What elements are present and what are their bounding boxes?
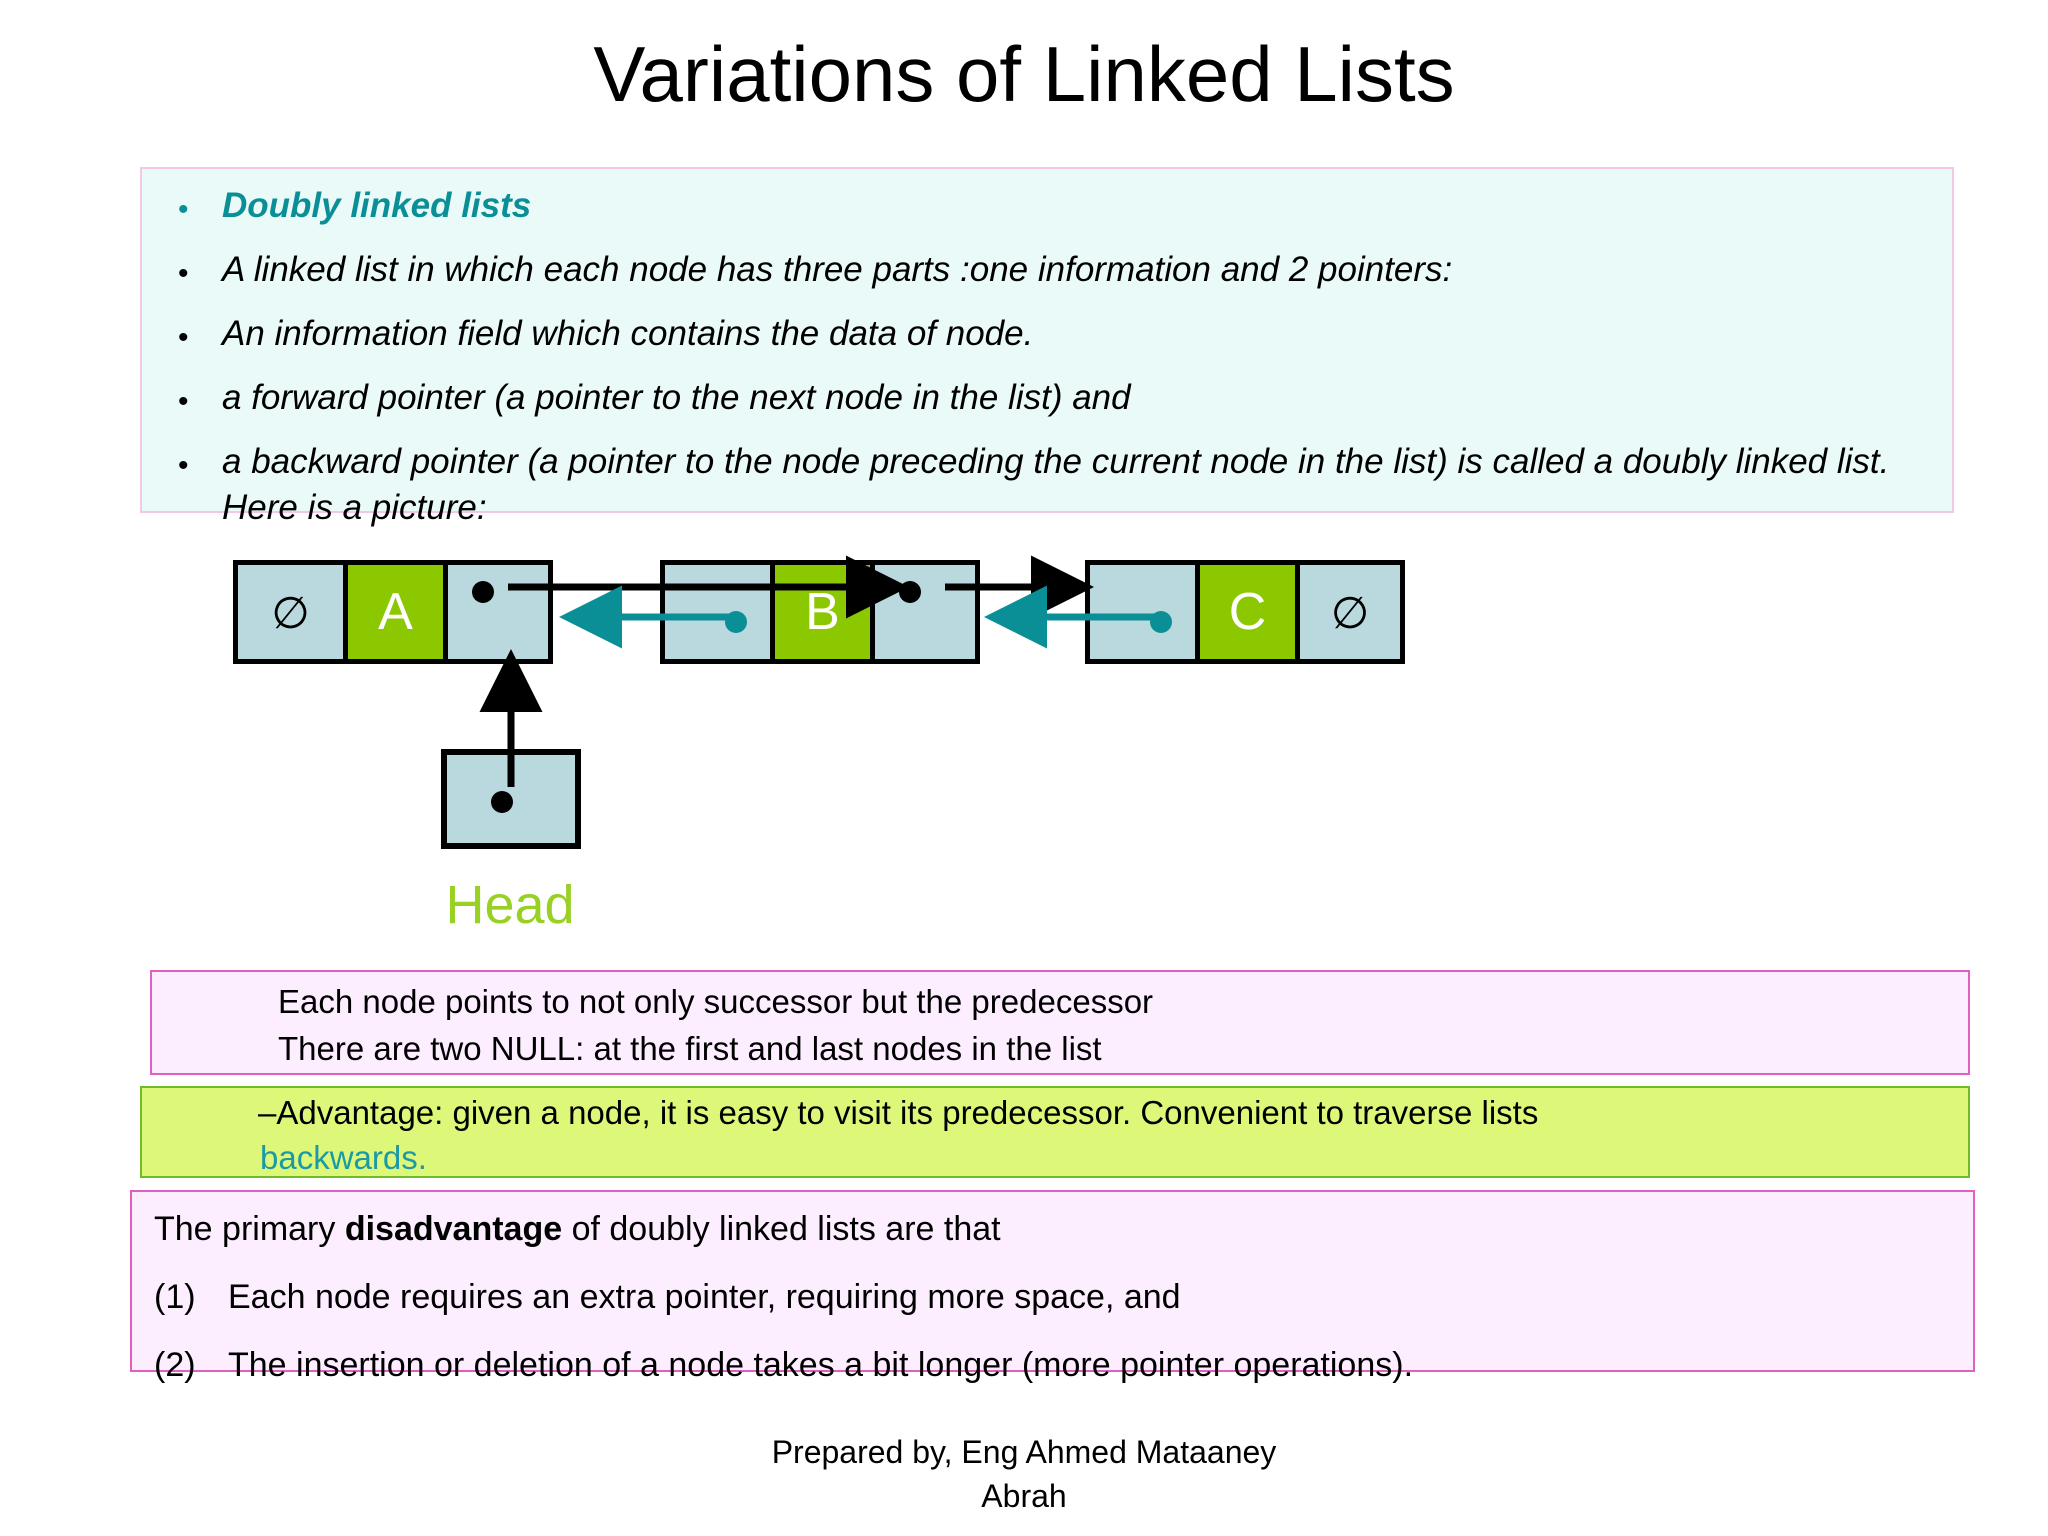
note-line-1: Each node points to not only successor b… (278, 983, 1154, 1020)
node-b: B (660, 560, 980, 664)
null-icon: ∅ (1330, 588, 1370, 638)
doubly-linked-list-diagram: ∅ A B C ∅ (0, 515, 2048, 955)
node-c-data-cell: C (1195, 565, 1295, 659)
list-item: • a forward pointer (a pointer to the ne… (142, 375, 1952, 429)
footer-line-2: Abrah (981, 1478, 1067, 1514)
disadvantage-heading-after: of doubly linked lists are that (562, 1210, 1001, 1248)
footer: Prepared by, Eng Ahmed Mataaney Abrah (0, 1430, 2048, 1518)
disadvantage-item-2: (2) The insertion or deletion of a node … (132, 1320, 1973, 1388)
note-line-2: There are two NULL: at the first and las… (278, 1030, 1102, 1067)
bullet-marker-icon: • (178, 257, 189, 290)
node-c: C ∅ (1085, 560, 1405, 664)
advantage-box: –Advantage: given a node, it is easy to … (140, 1086, 1970, 1178)
disadvantage-item-2-number: (2) (154, 1346, 196, 1384)
disadvantage-item-1: (1) Each node requires an extra pointer,… (132, 1252, 1973, 1320)
null-icon: ∅ (271, 588, 310, 638)
disadvantage-heading-bold: disadvantage (344, 1210, 563, 1248)
bullet-text-3: a forward pointer (a pointer to the next… (222, 378, 1131, 417)
node-a-data-cell: A (343, 565, 443, 659)
note-box: Each node points to not only successor b… (150, 970, 1970, 1075)
disadvantage-box: The primary disadvantage of doubly linke… (130, 1190, 1975, 1384)
definition-box: • Doubly linked lists • A linked list in… (140, 167, 1954, 527)
disadvantage-heading: The primary disadvantage of doubly linke… (132, 1192, 1973, 1252)
head-pointer-dot (491, 791, 513, 813)
advantage-line-1: –Advantage: given a node, it is easy to … (258, 1094, 1539, 1131)
page-title: Variations of Linked Lists (593, 30, 1455, 118)
disadvantage-item-1-text: Each node requires an extra pointer, req… (228, 1278, 1181, 1316)
list-item: • Doubly linked lists (142, 183, 1952, 237)
bullet-text-2: An information field which contains the … (222, 314, 1034, 353)
bullet-marker-icon: • (178, 385, 189, 418)
bullet-marker-icon: • (178, 193, 189, 226)
node-b-prev-cell (665, 565, 770, 659)
footer-line-1: Prepared by, Eng Ahmed Mataaney (771, 1434, 1277, 1470)
disadvantage-item-1-number: (1) (154, 1278, 196, 1316)
list-item: • A linked list in which each node has t… (142, 247, 1952, 301)
bullet-text-1: A linked list in which each node has thr… (222, 250, 1453, 289)
disadvantage-item-2-text: The insertion or deletion of a node take… (228, 1346, 1414, 1384)
node-a: ∅ A (233, 560, 553, 664)
bullet-text-0: Doubly linked lists (222, 186, 532, 225)
bullet-marker-icon: • (178, 449, 189, 482)
head-label: Head (445, 875, 575, 935)
list-item: • a backward pointer (a pointer to the n… (142, 439, 1952, 531)
node-a-next-pointer-dot (472, 581, 494, 603)
pointer-arrows (479, 555, 1163, 787)
bullet-text-4: a backward pointer (a pointer to the nod… (222, 442, 1890, 527)
list-item: • An information field which contains th… (142, 311, 1952, 365)
node-a-prev-cell: ∅ (238, 565, 343, 659)
advantage-line-2: backwards. (260, 1139, 427, 1176)
bullet-marker-icon: • (178, 321, 189, 354)
node-a-next-cell (443, 565, 548, 659)
disadvantage-heading-before: The primary (154, 1210, 345, 1248)
node-c-next-cell: ∅ (1295, 565, 1400, 659)
